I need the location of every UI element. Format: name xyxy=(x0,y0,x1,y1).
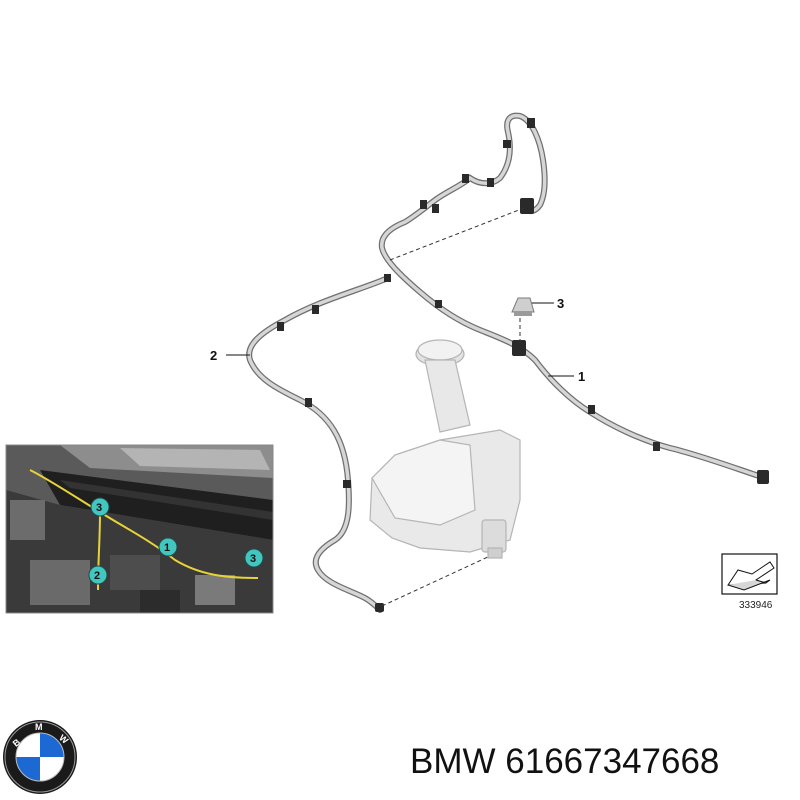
callout-2-label: 2 xyxy=(210,348,217,363)
callout-3: 3 xyxy=(532,296,564,311)
dashed-guides xyxy=(381,207,525,607)
washer-nozzle-3 xyxy=(511,297,535,316)
photo-marker-3-right: 3 xyxy=(244,548,264,568)
arrow-icon xyxy=(727,561,775,591)
callout-1: 1 xyxy=(548,369,585,384)
photo-marker-2: 2 xyxy=(88,565,108,585)
hose-1 xyxy=(378,112,769,484)
callout-2: 2 xyxy=(210,348,250,363)
vehicle-location-photo: 3 1 2 3 xyxy=(5,444,274,614)
part-label: BMW 61667347668 xyxy=(410,740,795,784)
svg-text:1: 1 xyxy=(164,542,170,554)
part-number: 61667347668 xyxy=(505,742,720,781)
svg-text:3: 3 xyxy=(250,553,256,565)
washer-fluid-reservoir xyxy=(369,339,521,559)
reference-box: 333946 xyxy=(721,553,778,611)
svg-text:B: B xyxy=(11,737,23,749)
callout-1-label: 1 xyxy=(578,369,585,384)
svg-text:M: M xyxy=(35,722,43,732)
callout-3-label: 3 xyxy=(557,296,564,311)
brand-name: BMW xyxy=(410,742,496,781)
hose-2 xyxy=(246,274,391,613)
photo-marker-3-left: 3 xyxy=(90,497,110,517)
reference-number: 333946 xyxy=(739,600,773,611)
svg-text:3: 3 xyxy=(96,502,102,514)
svg-text:2: 2 xyxy=(94,570,100,582)
bmw-logo: B M W xyxy=(3,720,77,794)
photo-marker-1: 1 xyxy=(158,537,178,557)
